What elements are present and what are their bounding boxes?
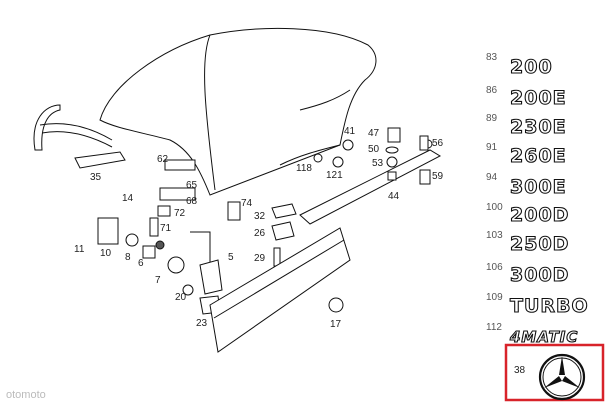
emblem-number-83: 83 — [486, 52, 498, 63]
star-emblem-number: 38 — [514, 365, 526, 376]
emblem-number-103: 103 — [486, 230, 503, 241]
emblem-badge-200: 200 — [510, 56, 553, 78]
lower-panel — [209, 227, 351, 353]
lock-assembly — [97, 159, 223, 315]
hinge-arm — [33, 104, 126, 169]
callout-53: 53 — [372, 158, 384, 169]
emblem-number-86: 86 — [486, 85, 498, 96]
emblem-badge-300d: 300D — [510, 264, 569, 286]
callout-74: 74 — [241, 198, 253, 209]
emblem-badge-260e: 260E — [510, 145, 567, 167]
callout-72: 72 — [174, 208, 186, 219]
callout-17: 17 — [330, 319, 342, 330]
emblem-number-89: 89 — [486, 113, 498, 124]
mercedes-star-icon — [538, 353, 586, 401]
callout-62: 62 — [157, 154, 169, 165]
callout-50: 50 — [368, 144, 380, 155]
callout-59: 59 — [432, 171, 444, 182]
callout-65: 65 — [186, 180, 198, 191]
emblem-badge-300e: 300E — [510, 176, 567, 198]
center-hardware — [227, 139, 354, 267]
callout-29: 29 — [254, 253, 266, 264]
emblem-badge-200e: 200E — [510, 87, 567, 109]
emblem-number-100: 100 — [486, 202, 503, 213]
callout-44: 44 — [388, 191, 400, 202]
star-emblem-box[interactable]: 38 — [504, 343, 605, 402]
emblem-list: 83 200 86 200E 89 230E 91 260E 94 300E 1… — [486, 52, 589, 347]
callout-10: 10 — [100, 248, 112, 259]
callout-23: 23 — [196, 318, 208, 329]
emblem-badge-4matic: 4MATIC — [509, 328, 578, 346]
callout-41: 41 — [344, 126, 356, 137]
callout-14: 14 — [122, 193, 134, 204]
callout-6: 6 — [138, 258, 144, 269]
emblem-number-109: 109 — [486, 292, 503, 303]
emblem-badge-230e: 230E — [510, 116, 567, 138]
emblem-badge-turbo: TURBO — [510, 295, 589, 317]
callout-121: 121 — [326, 170, 343, 181]
highlight-frame — [504, 343, 605, 402]
callout-26: 26 — [254, 228, 266, 239]
emblem-number-112: 112 — [486, 322, 502, 333]
emblem-badge-250d: 250D — [510, 233, 569, 255]
callout-11: 11 — [74, 244, 85, 255]
emblem-number-91: 91 — [486, 142, 498, 153]
callout-68: 68 — [186, 196, 198, 207]
watermark-text: otomoto — [6, 389, 46, 401]
callout-71: 71 — [160, 223, 172, 234]
callout-118: 118 — [296, 163, 312, 174]
callout-labels: 35 62 65 68 72 14 71 11 10 8 6 7 20 23 5… — [74, 126, 444, 330]
callout-7: 7 — [155, 275, 161, 286]
callout-56: 56 — [432, 138, 444, 149]
trunk-lid — [99, 27, 377, 196]
callout-35: 35 — [90, 172, 102, 183]
callout-8: 8 — [125, 252, 131, 263]
callout-20: 20 — [175, 292, 187, 303]
callout-32: 32 — [254, 211, 266, 222]
callout-47: 47 — [368, 128, 380, 139]
emblem-number-94: 94 — [486, 172, 498, 183]
right-hardware — [385, 127, 431, 185]
emblem-number-106: 106 — [486, 262, 503, 273]
callout-5: 5 — [228, 252, 234, 263]
emblem-badge-200d: 200D — [510, 204, 569, 226]
